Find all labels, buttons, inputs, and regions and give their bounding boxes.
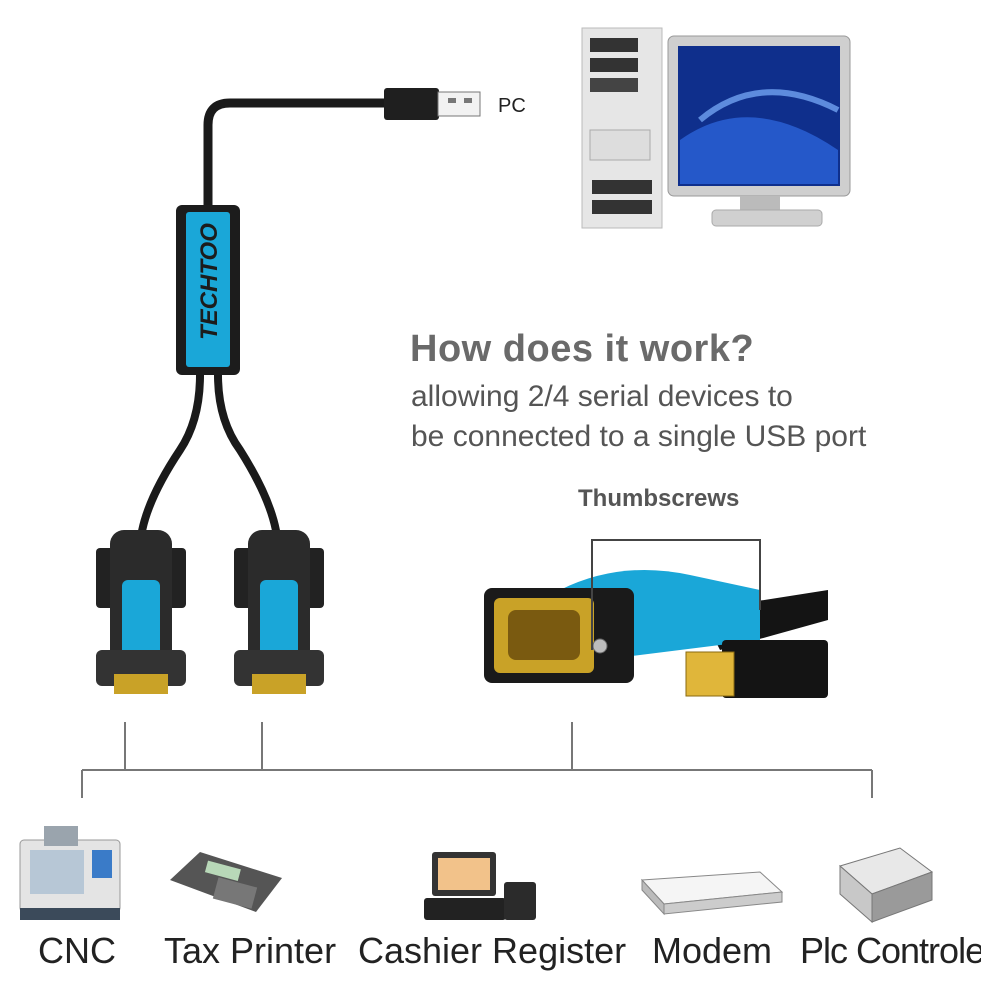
pc-label: PC [498,95,526,117]
thumbscrews-label: Thumbscrews [578,485,740,512]
brand-label: TECHTOO [196,223,223,340]
usb-plug-body [384,88,439,120]
connection-lines [81,722,873,798]
thumbscrews-bracket [591,539,761,650]
desktop-computer-icon [581,27,851,229]
split-cables [136,374,282,551]
connector-closeup [484,570,828,698]
tax-printer-icon [170,852,282,912]
heading: How does it work? [410,328,755,370]
plc-controller-icon [838,847,934,924]
modem-icon [640,871,784,916]
cash-register-icon [424,852,536,920]
subtitle-line-1: allowing 2/4 serial devices to [411,380,793,413]
cnc-machine-icon [19,826,121,920]
device-label-modem: Modem [652,930,773,971]
usb-hub-body [176,205,240,375]
device-label-cnc: CNC [38,930,116,971]
device-label-plc-controller: Plc Controle [800,930,981,971]
db9-connector-left [96,530,186,694]
subtitle-line-2: be connected to a single USB port [411,420,867,453]
device-label-tax-printer: Tax Printer [164,930,337,971]
db9-connector-right [234,530,324,694]
usb-cable [203,88,481,210]
usb-plug-tip [437,91,481,117]
device-label-cashier-register: Cashier Register [358,930,627,971]
